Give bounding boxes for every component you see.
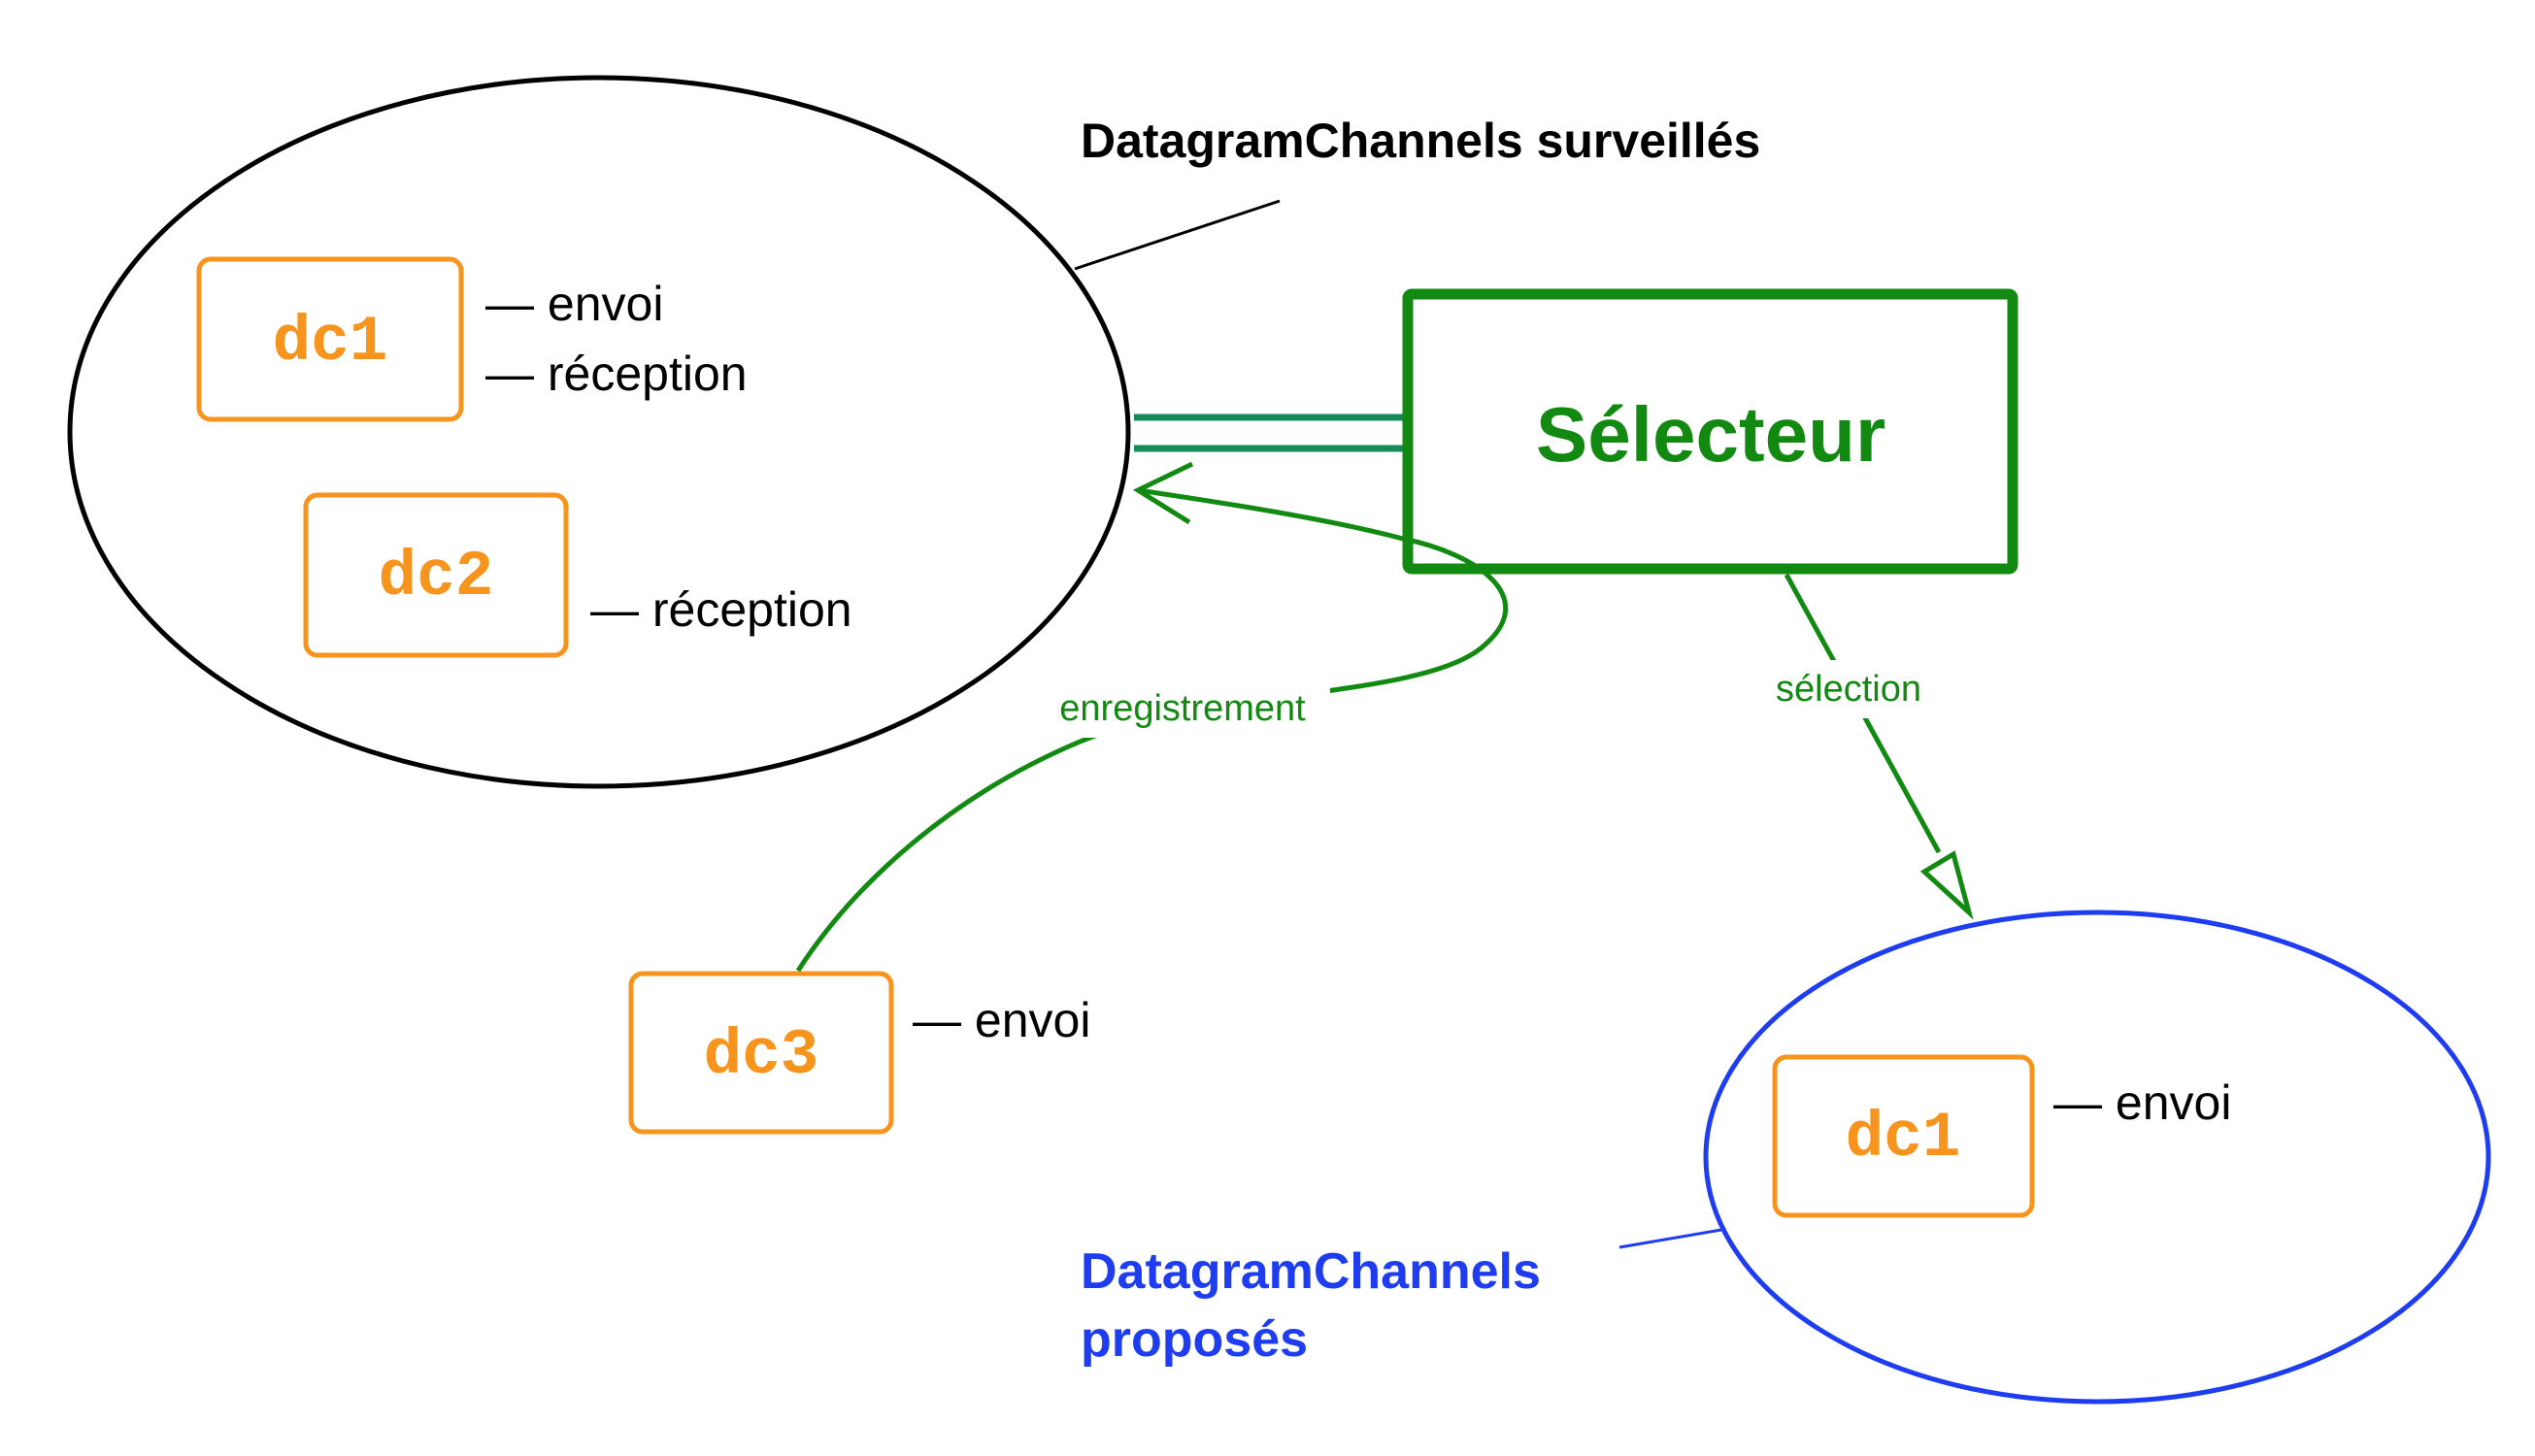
selector: Sélecteur — [1402, 288, 2018, 575]
registration-label: enregistrement — [1059, 688, 1306, 729]
channel-box — [303, 492, 569, 658]
monitored-channel-dc1: dc1 — envoi — réception — [196, 256, 748, 422]
channel-box — [628, 971, 894, 1135]
monitored-set: DatagramChannels surveillés dc1 — envoi … — [67, 75, 1760, 789]
selection-arrowhead — [1919, 850, 1974, 920]
registration-curve — [795, 487, 1508, 973]
channel-name: dc1 — [1846, 1102, 1961, 1175]
monitored-set-ellipse — [67, 75, 1131, 789]
proposed-set-ellipse — [1703, 910, 2491, 1405]
registration-arrowhead — [1132, 461, 1194, 525]
channel-op: — réception — [485, 347, 748, 401]
selector-label: Sélecteur — [1536, 391, 1885, 478]
channel-box — [1772, 1054, 2035, 1218]
channel-op: — réception — [590, 582, 852, 637]
monitored-channel-dc2: dc2 — réception — [303, 492, 852, 658]
proposed-set-title: DatagramChannels — [1081, 1243, 1541, 1300]
channel-op: — envoi — [485, 277, 663, 331]
selection-arrow: sélection — [1748, 573, 1974, 920]
channel-name: dc1 — [273, 306, 388, 379]
selection-label: sélection — [1776, 669, 1921, 710]
registering-channel-dc3: dc3 — envoi — [628, 971, 1090, 1135]
monitored-set-title-leader — [1074, 199, 1281, 271]
channel-name: dc2 — [379, 541, 494, 613]
registration-arrow: enregistrement — [795, 461, 1508, 973]
proposed-set-title-leader — [1618, 1228, 1722, 1249]
selector-monitored-link — [1134, 414, 1405, 452]
proposed-set: DatagramChannels proposés dc1 — envoi — [1081, 910, 2491, 1405]
monitored-set-title: DatagramChannels surveillés — [1081, 114, 1760, 168]
channel-name: dc3 — [704, 1019, 819, 1092]
selector-box — [1402, 288, 2018, 575]
channel-op: — envoi — [913, 993, 1090, 1047]
channel-op: — envoi — [2053, 1075, 2231, 1130]
proposed-set-title: proposés — [1081, 1311, 1308, 1368]
proposed-channel-dc1: dc1 — envoi — [1772, 1054, 2231, 1218]
channel-box — [196, 256, 464, 422]
